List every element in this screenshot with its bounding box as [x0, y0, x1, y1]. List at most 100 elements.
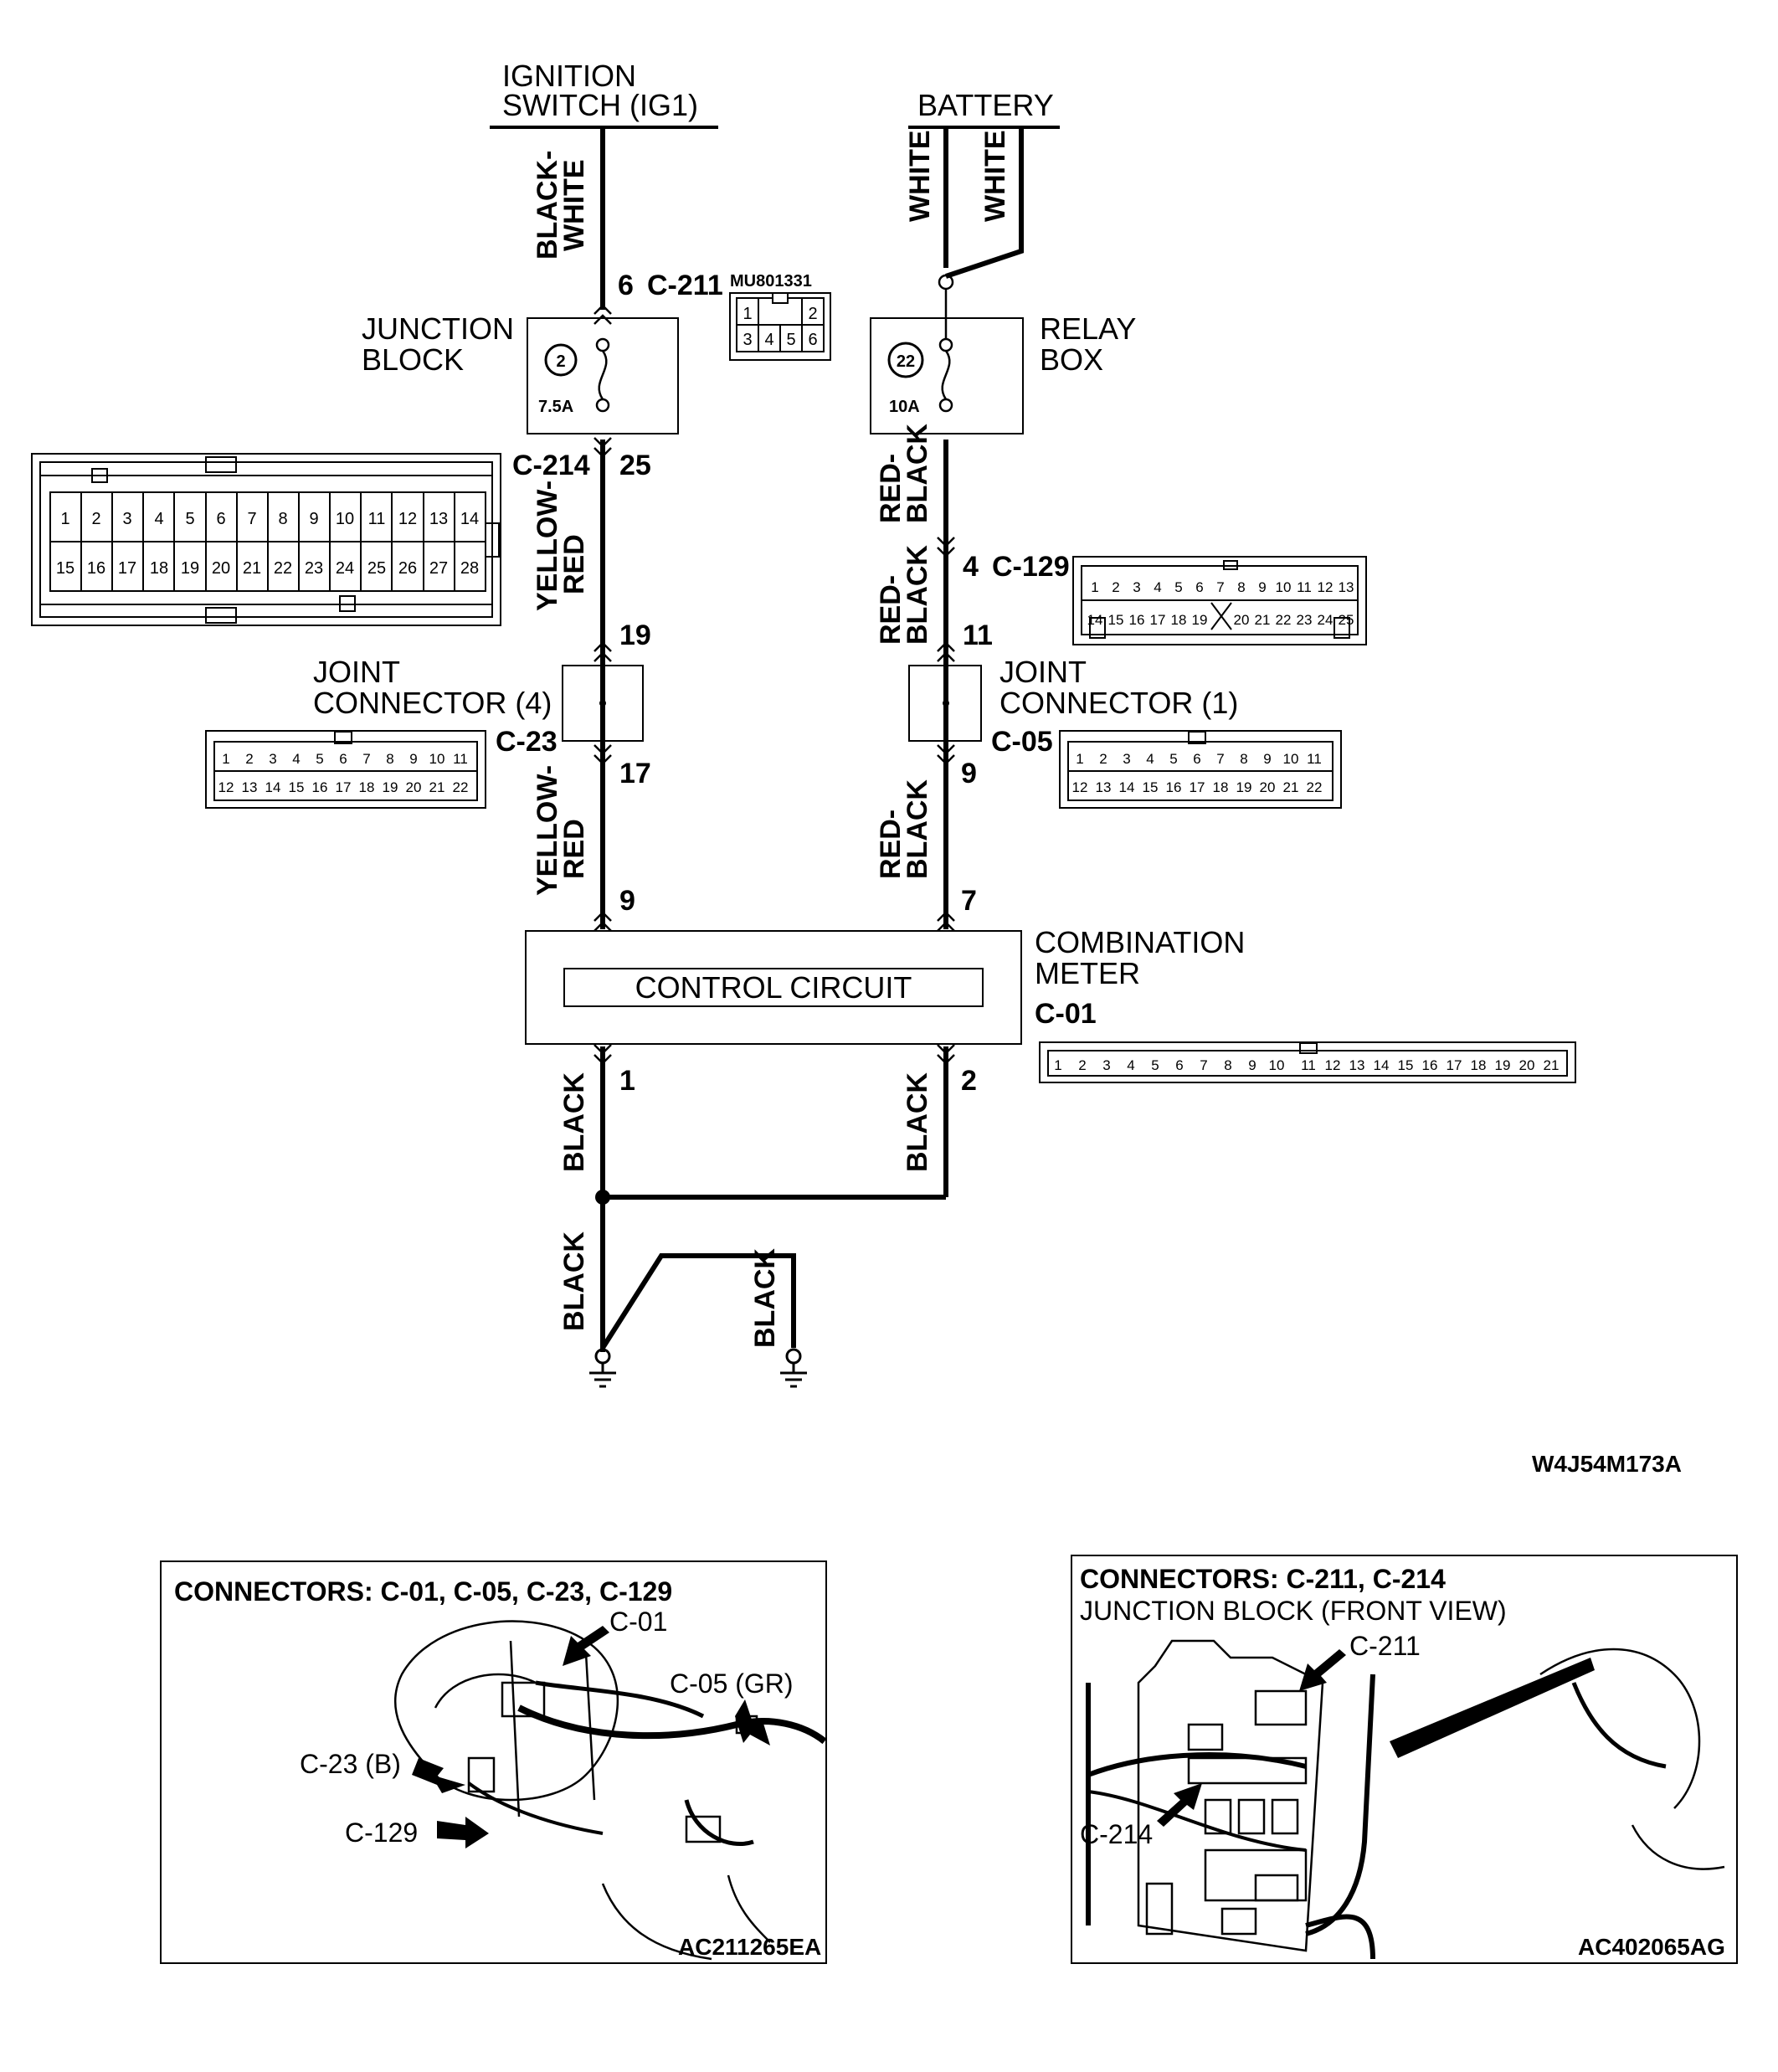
- left-panel-code: AC211265EA: [678, 1934, 821, 1960]
- c01-pin-label: 21: [1544, 1057, 1560, 1073]
- c23-pin-label: 20: [406, 779, 422, 795]
- arrow-c129: [437, 1817, 489, 1848]
- c05-pin-labels: 1 2 3 4 5 6 7 8 9 10 11 12 13 14 15 16 1…: [1072, 751, 1323, 795]
- joint1-box: [908, 665, 982, 742]
- wire-label-left-top-2: WHITE: [558, 159, 590, 251]
- jb-fuse-rating: 7.5A: [538, 398, 573, 416]
- rb-fuse-icon: [938, 274, 954, 413]
- c23-pin-label: 16: [312, 779, 328, 795]
- c05-pin-label: 13: [1096, 779, 1112, 795]
- ground-right-icon: [780, 1348, 807, 1388]
- meter-label-line1: COMBINATION: [1035, 925, 1245, 959]
- c05-connector-face: [1059, 730, 1342, 809]
- c05-pin-label: 21: [1283, 779, 1299, 795]
- c23-pin-label: 9: [409, 751, 417, 767]
- joint4-label-line2: CONNECTOR (4): [313, 686, 552, 720]
- c214-pin: 14: [460, 510, 479, 528]
- wire-label-ground-right: BLACK: [749, 1248, 781, 1348]
- c129-conn: C-129: [992, 551, 1070, 583]
- c211-pin-5: 5: [786, 331, 795, 349]
- jb-in-pin: 6: [618, 270, 634, 301]
- ground-wires: [600, 1197, 796, 1352]
- jb-label-line1: JUNCTION: [362, 311, 514, 346]
- c214-pin: 26: [398, 559, 417, 578]
- c05-pin-label: 3: [1123, 751, 1130, 767]
- c23-pin-label: 3: [269, 751, 276, 767]
- arrow-c214: [1157, 1783, 1202, 1827]
- c214-pin: 11: [368, 510, 386, 528]
- c23-pin-label: 11: [453, 751, 468, 767]
- c23-pin-label: 18: [359, 779, 375, 795]
- wire-label-right-top-a: WHITE: [904, 130, 936, 222]
- joint4-conn: C-23: [496, 726, 558, 758]
- c214-pin: 3: [122, 510, 131, 528]
- c129-pin-labels: 1 2 3 4 5 6 7 8 9 10 11 12 13 14 15 16 1…: [1087, 579, 1354, 628]
- joint1-out-pin: 9: [961, 758, 977, 789]
- c23-pin-label: 15: [289, 779, 305, 795]
- arrow-c211: [1299, 1649, 1346, 1691]
- c05-pin-label: 4: [1146, 751, 1154, 767]
- c01-pin-label: 14: [1374, 1057, 1390, 1073]
- c23-pin-label: 22: [453, 779, 469, 795]
- c214-pin: 28: [460, 559, 479, 578]
- c01-pin-label: 9: [1248, 1057, 1256, 1073]
- c214-pin: 8: [278, 510, 287, 528]
- wire-label-right-low-2: BLACK: [902, 779, 933, 879]
- c23-pin-label: 4: [292, 751, 300, 767]
- c129-pin-label: 17: [1150, 612, 1166, 628]
- right-panel-subtitle: JUNCTION BLOCK (FRONT VIEW): [1080, 1596, 1507, 1626]
- wire-label-right-low-1: RED-: [875, 810, 907, 879]
- c214-pin: 7: [247, 510, 256, 528]
- meter-conn: C-01: [1035, 998, 1097, 1030]
- c211-pin-3: 3: [743, 331, 752, 349]
- c129-pin-label: 19: [1192, 612, 1208, 628]
- rb-fuse-number-circle: [887, 342, 924, 378]
- c01-pin-label: 2: [1078, 1057, 1086, 1073]
- c214-pin: 19: [181, 559, 199, 578]
- c01-pin-label: 16: [1422, 1057, 1438, 1073]
- c05-pin-label: 5: [1169, 751, 1177, 767]
- callout-c01: C-01: [609, 1607, 667, 1637]
- c05-pin-label: 17: [1190, 779, 1205, 795]
- c23-pin-label: 13: [242, 779, 258, 795]
- c214-pin: 15: [56, 559, 75, 578]
- c129-pin-label: 13: [1339, 579, 1354, 595]
- c01-pin-label: 7: [1200, 1057, 1207, 1073]
- c129-pin-label: 11: [1297, 579, 1312, 595]
- c129-pin-label: 23: [1297, 612, 1313, 628]
- callout-c214: C-214: [1080, 1819, 1153, 1849]
- c23-pin-label: 17: [336, 779, 352, 795]
- c05-pin-label: 16: [1166, 779, 1182, 795]
- c214-pin: 25: [367, 559, 386, 578]
- c211-connector-face: 1 2 3 4 5 6: [729, 292, 831, 361]
- wire-label-left-mid-1: YELLOW-: [532, 481, 563, 611]
- jb-out-conn: C-214: [512, 450, 590, 481]
- c23-pin-label: 14: [265, 779, 281, 795]
- jb-fuse-icon: [595, 337, 610, 413]
- c05-pin-label: 14: [1119, 779, 1135, 795]
- callout-c129: C-129: [345, 1817, 418, 1848]
- c129-pin-label: 21: [1255, 612, 1271, 628]
- c05-pin-label: 22: [1307, 779, 1323, 795]
- c129-pin-label: 25: [1339, 612, 1354, 628]
- c211-part-no: MU801331: [730, 272, 812, 290]
- c211-pin-6: 6: [808, 331, 817, 349]
- c01-pin-label: 11: [1301, 1057, 1316, 1073]
- c129-pin-label: 4: [1154, 579, 1161, 595]
- c23-connector-face: [205, 730, 486, 809]
- callout-c23: C-23 (B): [300, 1749, 401, 1779]
- c129-pin-label: 2: [1112, 579, 1119, 595]
- c01-pin-label: 12: [1325, 1057, 1341, 1073]
- wire-label-right-mid1-2: BLACK: [902, 424, 933, 523]
- diagram-code: W4J54M173A: [1532, 1451, 1682, 1477]
- control-circuit-label: CONTROL CIRCUIT: [635, 970, 912, 1005]
- wire-label-right-mid1-1: RED-: [875, 454, 907, 523]
- c01-pin-label: 13: [1349, 1057, 1365, 1073]
- c129-pin-label: 24: [1318, 612, 1334, 628]
- left-location-panel: [160, 1560, 827, 1964]
- meter-in-left: 9: [619, 885, 635, 917]
- control-circuit-box: [563, 968, 984, 1007]
- jb-fuse-number: 2: [556, 352, 565, 371]
- battery-label: BATTERY: [917, 88, 1054, 122]
